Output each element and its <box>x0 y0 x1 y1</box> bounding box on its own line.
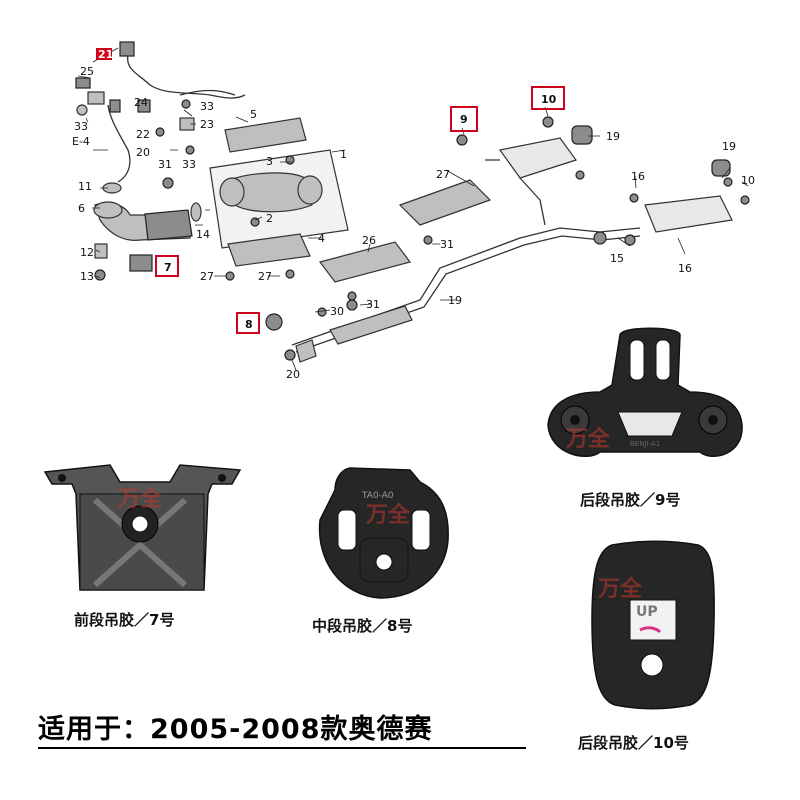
part-number: 1 <box>340 148 347 161</box>
part-number: 30 <box>330 305 344 318</box>
part-number-21: 21 <box>98 48 113 61</box>
part-number: 26 <box>362 234 376 247</box>
compatibility-note: 适用于：2005-2008款奥德赛 <box>38 713 433 745</box>
highlight-box-10 <box>531 86 565 110</box>
front-hanger-7-caption: 前段吊胶／7号 <box>74 611 174 629</box>
part-number: 16 <box>631 170 645 183</box>
watermark: 万全 <box>565 426 611 452</box>
rear-hanger-10-photo: UP 万全 <box>591 540 715 710</box>
part-number: 19 <box>606 130 620 143</box>
watermark: 万全 <box>597 576 643 602</box>
watermark: 万全 <box>117 486 163 512</box>
watermark: 万全 <box>365 502 411 528</box>
part-number: 6 <box>78 202 85 215</box>
part-number: 23 <box>200 118 214 131</box>
part-number: 27 <box>200 270 214 283</box>
part-number: 3 <box>266 155 273 168</box>
part-number: 20 <box>136 146 150 159</box>
part-number-9: 9 <box>460 113 468 126</box>
part-number: 16 <box>678 262 692 275</box>
middle-hanger-8-caption: 中段吊胶／8号 <box>312 617 412 635</box>
rubber-stamp: UP <box>636 604 658 620</box>
part-number: 33 <box>74 120 88 133</box>
part-number: 2 <box>266 212 273 225</box>
part-number-8: 8 <box>245 318 253 331</box>
part-number: 10 <box>741 174 755 187</box>
highlight-box-7 <box>155 255 179 277</box>
part-number: 27 <box>258 270 272 283</box>
part-number: 25 <box>80 65 94 78</box>
highlight-box-21 <box>96 48 112 60</box>
part-number: 19 <box>448 294 462 307</box>
part-number: 27 <box>436 168 450 181</box>
part-number: E-4 <box>72 135 90 148</box>
part-number: 31 <box>366 298 380 311</box>
part-number: 13 <box>80 270 94 283</box>
part-number: 33 <box>182 158 196 171</box>
highlight-box-8 <box>236 312 260 334</box>
exhaust-system-diagram: 25 33 E-4 11 6 12 13 24 22 20 33 23 33 3… <box>72 41 755 381</box>
rear-hanger-9-photo: BENJI-A1 万全 <box>547 327 743 457</box>
rear-hanger-9-caption: 后段吊胶／9号 <box>580 491 680 509</box>
part-number: 12 <box>80 246 94 259</box>
part-number: 4 <box>318 232 325 245</box>
part-number: 31 <box>440 238 454 251</box>
part-number: 14 <box>196 228 210 241</box>
middle-hanger-8-photo: TA0-A0 万全 <box>318 467 449 599</box>
part-number: 20 <box>286 368 300 381</box>
highlight-box-9 <box>450 106 478 132</box>
part-number-10: 10 <box>541 93 557 106</box>
rubber-stamp: BENJI-A1 <box>630 440 660 448</box>
part-number: 31 <box>158 158 172 171</box>
part-number: 33 <box>200 100 214 113</box>
part-number: 19 <box>722 140 736 153</box>
part-number: 11 <box>78 180 92 193</box>
part-number-7: 7 <box>164 261 172 274</box>
rubber-stamp: TA0-A0 <box>361 491 394 501</box>
part-number: 24 <box>134 96 148 109</box>
part-number: 5 <box>250 108 257 121</box>
part-number: 22 <box>136 128 150 141</box>
part-number: 15 <box>610 252 624 265</box>
front-hanger-7-photo: 万全 <box>43 464 242 591</box>
rear-hanger-10-caption: 后段吊胶／10号 <box>578 734 689 752</box>
